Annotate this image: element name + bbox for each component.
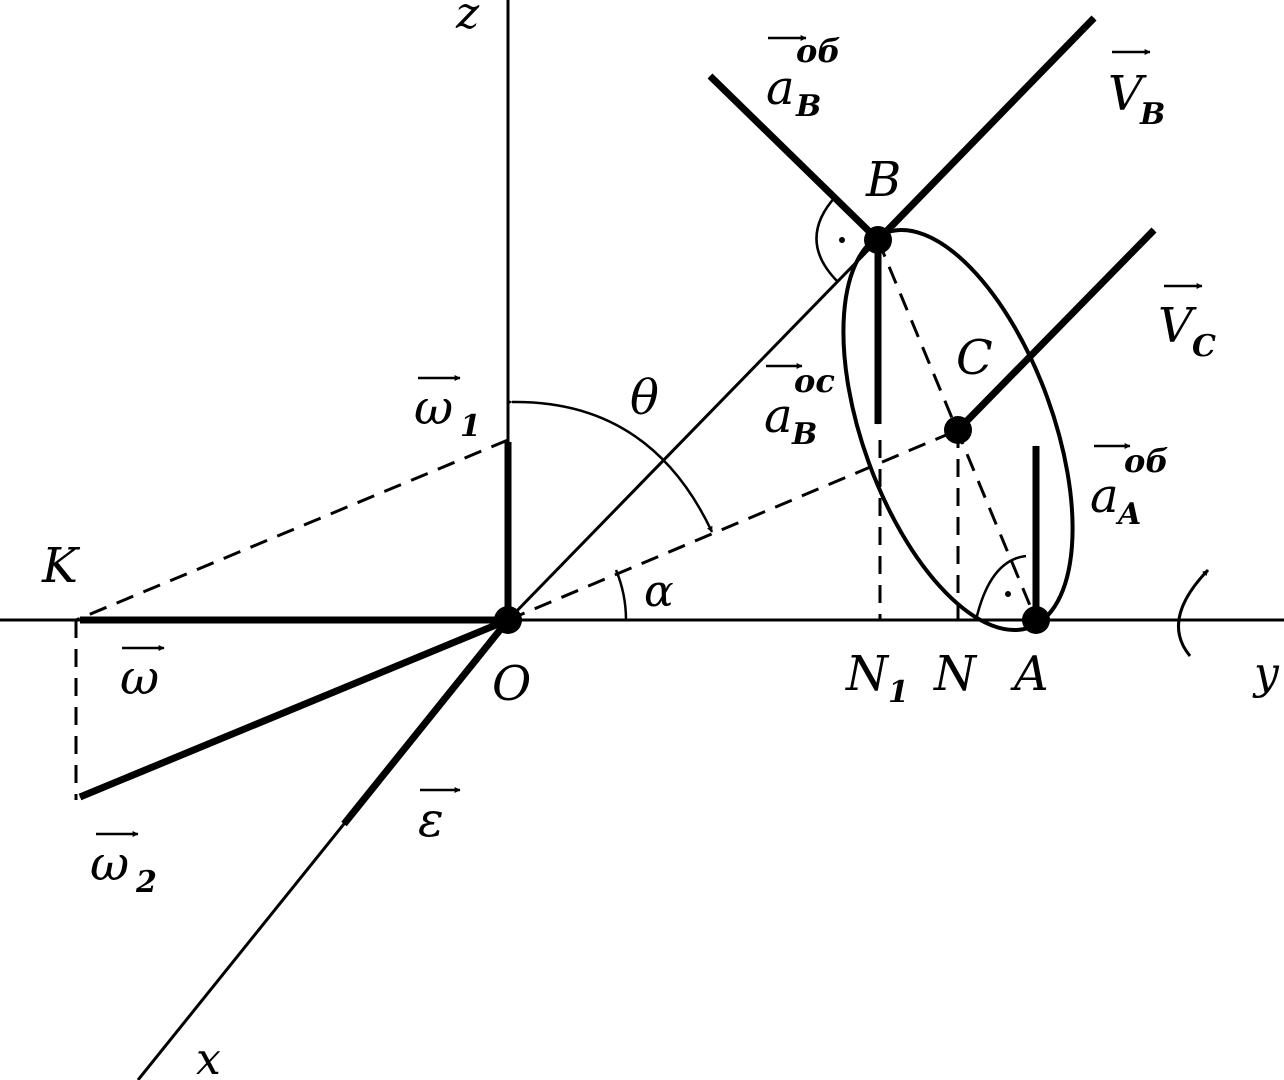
label-aa-ob-sub: A <box>1115 497 1141 532</box>
label-vb-sub: B <box>1139 97 1165 132</box>
label-omega1-sub: 1 <box>460 409 481 444</box>
alpha-arc <box>614 569 628 621</box>
label-point-n1-sub: 1 <box>888 675 909 710</box>
theta-arc <box>506 399 714 533</box>
vector-epsilon <box>341 617 511 827</box>
right-angle-dot-b <box>839 237 845 243</box>
label-vb: V <box>1108 66 1147 122</box>
label-theta: θ <box>630 370 659 426</box>
right-angle-dot-a <box>1005 591 1011 597</box>
point-c <box>944 416 972 444</box>
vector-vc <box>955 227 1157 433</box>
label-omega2: ω <box>90 836 129 892</box>
label-omega1: ω <box>414 380 453 436</box>
label-point-n: N <box>933 646 978 702</box>
rotation-arrow-icon <box>1176 568 1210 657</box>
rod-ob <box>506 238 880 622</box>
label-point-c: C <box>956 330 993 386</box>
label-point-a: A <box>1010 646 1049 702</box>
vector-ab-ob <box>707 73 881 243</box>
point-b <box>864 226 892 254</box>
label-ab-ob-sup: об <box>796 32 840 70</box>
label-aa-ob-sup: об <box>1124 442 1168 480</box>
label-over-arrows <box>96 35 1203 837</box>
vector-omega2 <box>78 616 510 801</box>
label-alpha: α <box>644 566 674 617</box>
label-vc: V <box>1158 298 1197 354</box>
label-ab-ob: a <box>766 60 795 116</box>
label-ab-oc-sup: oc <box>794 362 835 400</box>
vectors <box>78 15 1157 827</box>
point-o <box>494 606 522 634</box>
label-point-o: O <box>492 656 531 712</box>
label-point-b: B <box>865 152 901 208</box>
dashed-construction-lines <box>74 239 1038 800</box>
label-vc-sub: C <box>1192 329 1216 364</box>
axis-label-x: x <box>196 1034 221 1080</box>
label-ab-oc-sub: B <box>791 417 817 452</box>
vector-vb <box>875 15 1097 243</box>
label-aa-ob: a <box>1090 468 1119 524</box>
right-angle-mark-b <box>815 195 839 283</box>
label-ab-ob-sub: B <box>795 89 821 124</box>
right-angle-mark-a <box>974 554 1027 621</box>
label-omega: ω <box>120 650 159 706</box>
label-point-k: K <box>41 538 81 594</box>
label-ab-oc: a <box>764 388 793 444</box>
axis-label-z: z <box>455 0 480 39</box>
label-omega2-sub: 2 <box>135 865 157 900</box>
label-point-n1: N <box>845 646 890 702</box>
axis-label-y: y <box>1252 648 1280 699</box>
label-epsilon: ε <box>418 792 444 848</box>
point-a <box>1022 606 1050 634</box>
